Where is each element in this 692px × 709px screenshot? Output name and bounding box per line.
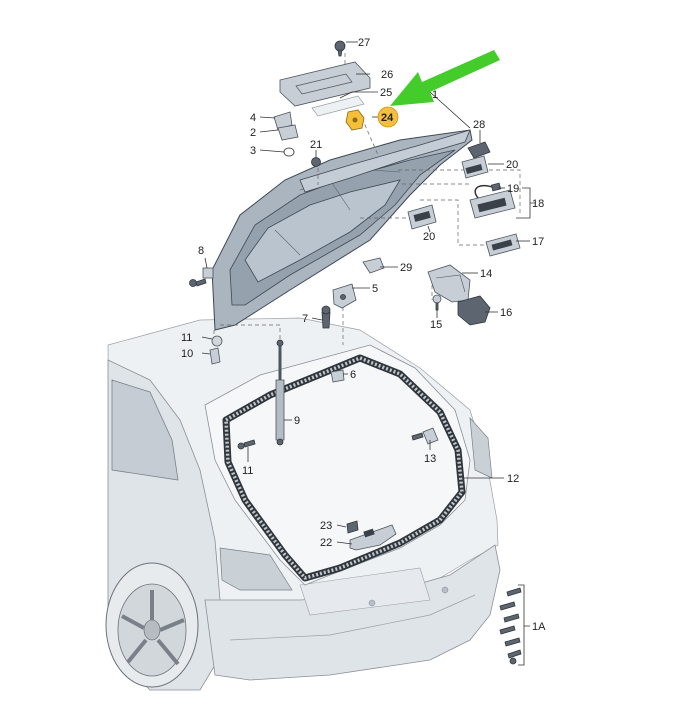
label-18: 18	[532, 198, 544, 210]
label-1A: 1A	[532, 621, 546, 633]
label-6: 6	[350, 369, 356, 381]
label-3: 3	[250, 145, 256, 157]
label-9: 9	[294, 415, 300, 427]
label-20-bottom: 20	[423, 231, 435, 243]
rear-wheel	[105, 562, 199, 688]
part-labels: 27 26 25 24 1 4 2 3 21 28 20 19 18 20 17…	[181, 37, 546, 633]
light-parts	[407, 141, 521, 257]
car-body	[105, 317, 501, 691]
label-11-bottom: 11	[242, 465, 253, 477]
label-22: 22	[320, 537, 332, 549]
handle-parts	[346, 520, 397, 551]
label-5: 5	[372, 283, 378, 295]
label-4: 4	[250, 112, 256, 124]
label-8: 8	[198, 245, 204, 257]
label-26: 26	[381, 69, 393, 81]
label-20-top: 20	[506, 159, 518, 171]
callout-24[interactable]	[377, 106, 399, 128]
green-arrow	[390, 50, 500, 106]
label-17: 17	[532, 236, 544, 248]
label-16: 16	[500, 307, 512, 319]
label-10: 10	[181, 348, 193, 360]
label-12: 12	[507, 473, 519, 485]
label-21: 21	[310, 139, 322, 151]
tailgate-lid	[211, 129, 473, 331]
gas-strut	[275, 339, 285, 446]
leader-lines	[201, 41, 536, 545]
hinge-lock-parts	[321, 257, 491, 445]
label-19: 19	[507, 183, 519, 195]
screw-set	[499, 584, 530, 666]
label-23: 23	[320, 520, 332, 532]
label-25: 25	[380, 87, 392, 99]
label-11-top: 11	[181, 332, 192, 344]
label-29: 29	[400, 262, 412, 274]
label-1: 1	[432, 89, 438, 101]
label-15: 15	[430, 319, 442, 331]
small-fasteners	[189, 111, 321, 450]
label-27: 27	[358, 37, 370, 49]
label-2: 2	[250, 127, 256, 139]
label-13: 13	[424, 453, 436, 465]
label-28: 28	[473, 119, 485, 131]
label-14: 14	[480, 268, 492, 280]
label-24: 24	[381, 112, 394, 124]
label-7: 7	[302, 313, 308, 325]
number-plate-parts	[279, 40, 371, 117]
highlighted-part-24[interactable]	[345, 109, 365, 131]
